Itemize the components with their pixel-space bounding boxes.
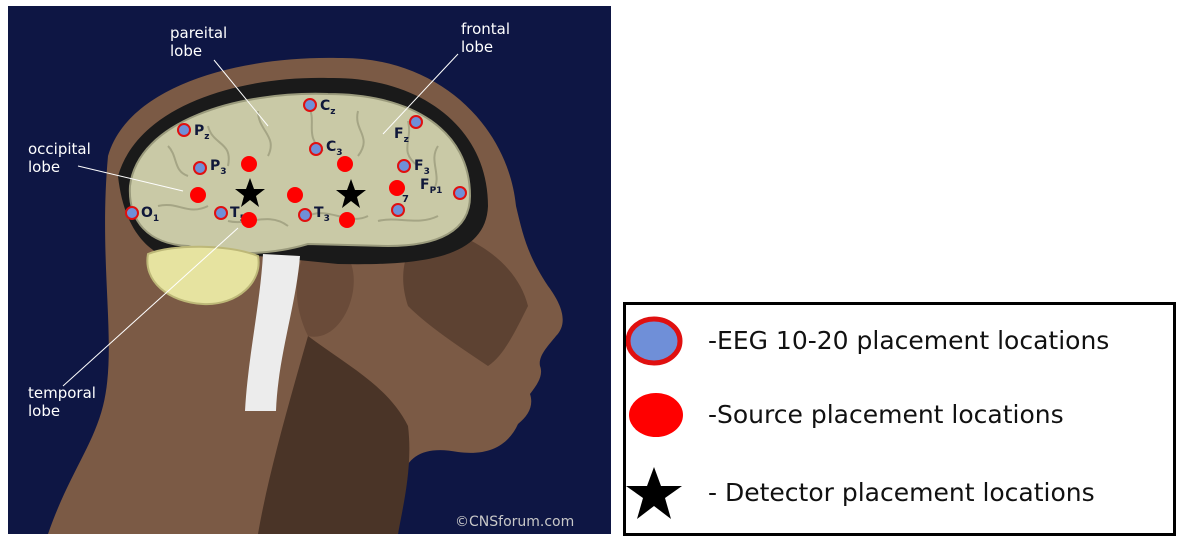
source-marker (241, 156, 257, 172)
eeg-electrode-p3 (194, 162, 206, 174)
label-f7: 7 (402, 194, 409, 205)
eeg-legend-icon (626, 311, 696, 371)
svg-text:lobe: lobe (170, 42, 202, 60)
eeg-electrode-f7 (392, 204, 404, 216)
legend-eeg-label: -EEG 10-20 placement locations (708, 311, 1109, 371)
credit-text: ©CNSforum.com (455, 514, 574, 530)
legend-box: -EEG 10-20 placement locations -Source p… (623, 302, 1176, 536)
source-marker (190, 187, 206, 203)
source-legend-icon (626, 385, 696, 445)
legend-source-label: -Source placement locations (708, 385, 1064, 445)
eeg-electrode-f3 (398, 160, 410, 172)
source-marker (241, 212, 257, 228)
legend-row-eeg: -EEG 10-20 placement locations (626, 311, 1173, 371)
svg-text:lobe: lobe (28, 402, 60, 420)
source-marker (337, 156, 353, 172)
source-marker (339, 212, 355, 228)
eeg-electrode-fp1 (454, 187, 466, 199)
eeg-electrode-c3 (310, 143, 322, 155)
svg-text:occipital: occipital (28, 140, 91, 158)
svg-text:temporal: temporal (28, 384, 96, 402)
legend-row-detector: - Detector placement locations (626, 463, 1173, 523)
legend-row-source: -Source placement locations (626, 385, 1173, 445)
svg-text:lobe: lobe (461, 38, 493, 56)
eeg-electrode-o1 (126, 207, 138, 219)
legend-detector-label: - Detector placement locations (708, 463, 1095, 523)
brain-diagram: pareital lobe frontal lobe occipital lob… (8, 6, 611, 534)
svg-text:frontal: frontal (461, 20, 510, 38)
eeg-electrode-t5 (215, 207, 227, 219)
source-marker (287, 187, 303, 203)
svg-text:lobe: lobe (28, 158, 60, 176)
eeg-electrode-t3 (299, 209, 311, 221)
eeg-electrode-fz (410, 116, 422, 128)
eeg-electrode-cz (304, 99, 316, 111)
eeg-electrode-pz (178, 124, 190, 136)
svg-text:pareital: pareital (170, 24, 227, 42)
source-marker (389, 180, 405, 196)
star-icon (626, 463, 696, 523)
